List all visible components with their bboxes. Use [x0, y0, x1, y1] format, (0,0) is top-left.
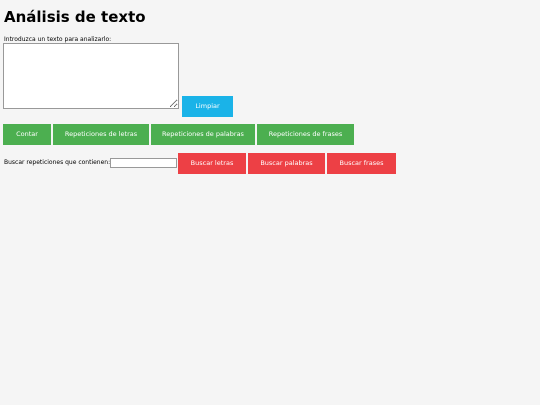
letter-repetitions-button[interactable]: Repeticiones de letras	[53, 124, 149, 145]
search-words-button[interactable]: Buscar palabras	[248, 153, 325, 174]
word-repetitions-button[interactable]: Repeticiones de palabras	[151, 124, 255, 145]
search-letters-button[interactable]: Buscar letras	[178, 153, 246, 174]
search-input[interactable]	[110, 158, 177, 168]
phrase-repetitions-button[interactable]: Repeticiones de frases	[257, 124, 354, 145]
search-label: Buscar repeticiones que contienen:	[4, 159, 111, 166]
count-button[interactable]: Contar	[3, 124, 51, 145]
text-input-label: Introduzca un texto para analizarlo:	[4, 36, 112, 43]
search-phrases-button[interactable]: Buscar frases	[327, 153, 396, 174]
text-input-area[interactable]	[3, 43, 179, 109]
clear-button[interactable]: Limpiar	[182, 96, 233, 117]
page-title: Análisis de texto	[4, 8, 146, 26]
